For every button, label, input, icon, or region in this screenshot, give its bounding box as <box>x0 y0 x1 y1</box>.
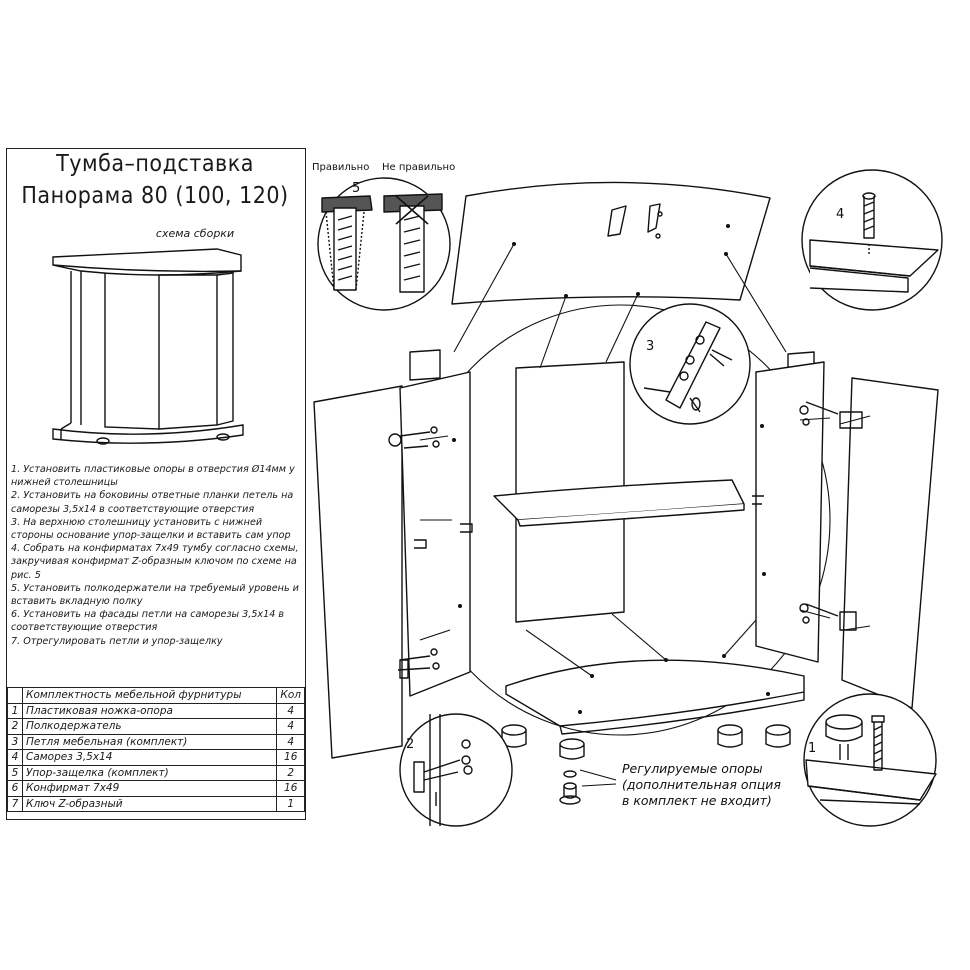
left-post <box>409 349 441 381</box>
foot-icon <box>717 724 743 748</box>
foot-icon <box>765 724 791 748</box>
subtitle: схема сборки <box>155 227 235 240</box>
right-door <box>841 377 939 709</box>
adjustable-note-line-1: Регулируемые опоры <box>622 761 763 776</box>
table-row: 6 Конфирмат 7х49 16 <box>7 780 305 797</box>
plastic-foot-icon <box>825 714 863 760</box>
assembly-steps: 1. Установить пластиковые опоры в отверс… <box>11 463 303 648</box>
step-5: 5. Установить полкодержатели на требуемы… <box>11 582 299 608</box>
label-correct: Правильно <box>312 162 369 173</box>
label-incorrect: Не правильно <box>382 162 455 173</box>
hinge-icon <box>799 603 857 631</box>
info-panel: Тумба–подставка Панорама 80 (100, 120) с… <box>6 148 306 820</box>
shelf-support-icon <box>414 495 764 549</box>
latch-icon <box>607 203 663 239</box>
confirmat-correct-icon <box>321 195 373 291</box>
label-detail-3: 3 <box>646 339 654 354</box>
label-detail-2: 2 <box>406 737 414 752</box>
detail-2-circle <box>399 713 513 827</box>
hinge-icon <box>397 648 440 679</box>
step-1: 1. Установить пластиковые опоры в отверс… <box>11 464 295 489</box>
top-panel <box>451 181 771 305</box>
label-detail-1: 1 <box>808 741 816 756</box>
left-side-panel <box>399 371 471 697</box>
step-3: 3. На верхнюю столешницу установить с ни… <box>11 516 291 542</box>
step-7: 7. Отрегулировать петли и упор-защелку <box>11 635 223 647</box>
step-6: 6. Установить на фасады петли на саморез… <box>11 609 285 634</box>
adjustable-note-line-2: (дополнительная опция <box>622 777 781 792</box>
table-row: 5 Упор-защелка (комплект) 2 <box>7 764 305 781</box>
latch-detail-icon <box>643 321 733 413</box>
adjustable-note-line-3: в комплект не входит) <box>622 793 772 808</box>
bottom-panel <box>505 659 805 727</box>
hinge-detail-icon <box>413 739 473 806</box>
title-line-1: Тумба–подставка <box>56 151 254 177</box>
step-2: 2. Установить на боковины ответные планк… <box>11 490 294 515</box>
detail-1-circle <box>803 693 937 827</box>
step-4: 4. Собрать на конфирматах 7х49 тумбу сог… <box>11 543 299 581</box>
table-row: 2 Полкодержатель 4 <box>7 718 305 735</box>
right-side-panel <box>755 361 825 663</box>
label-detail-4: 4 <box>836 207 844 222</box>
adjustable-foot-icon <box>559 738 585 805</box>
left-door <box>313 385 403 759</box>
title-line-2: Панорама 80 (100, 120) <box>21 183 289 209</box>
table-row: 1 Пластиковая ножка-опора 4 <box>7 702 305 719</box>
parts-table: Комплектность мебельной фурнитуры Кол 1 … <box>7 687 305 812</box>
confirmat-screw-icon <box>862 192 876 254</box>
hinge-icon <box>799 401 863 429</box>
label-detail-5: 5 <box>352 181 360 196</box>
screw-icon <box>871 715 885 771</box>
hinge-icon <box>388 426 440 449</box>
confirmat-incorrect-icon <box>383 193 443 293</box>
table-row: 7 Ключ Z-образный 1 <box>7 795 305 812</box>
product-thumbnail <box>52 248 244 445</box>
